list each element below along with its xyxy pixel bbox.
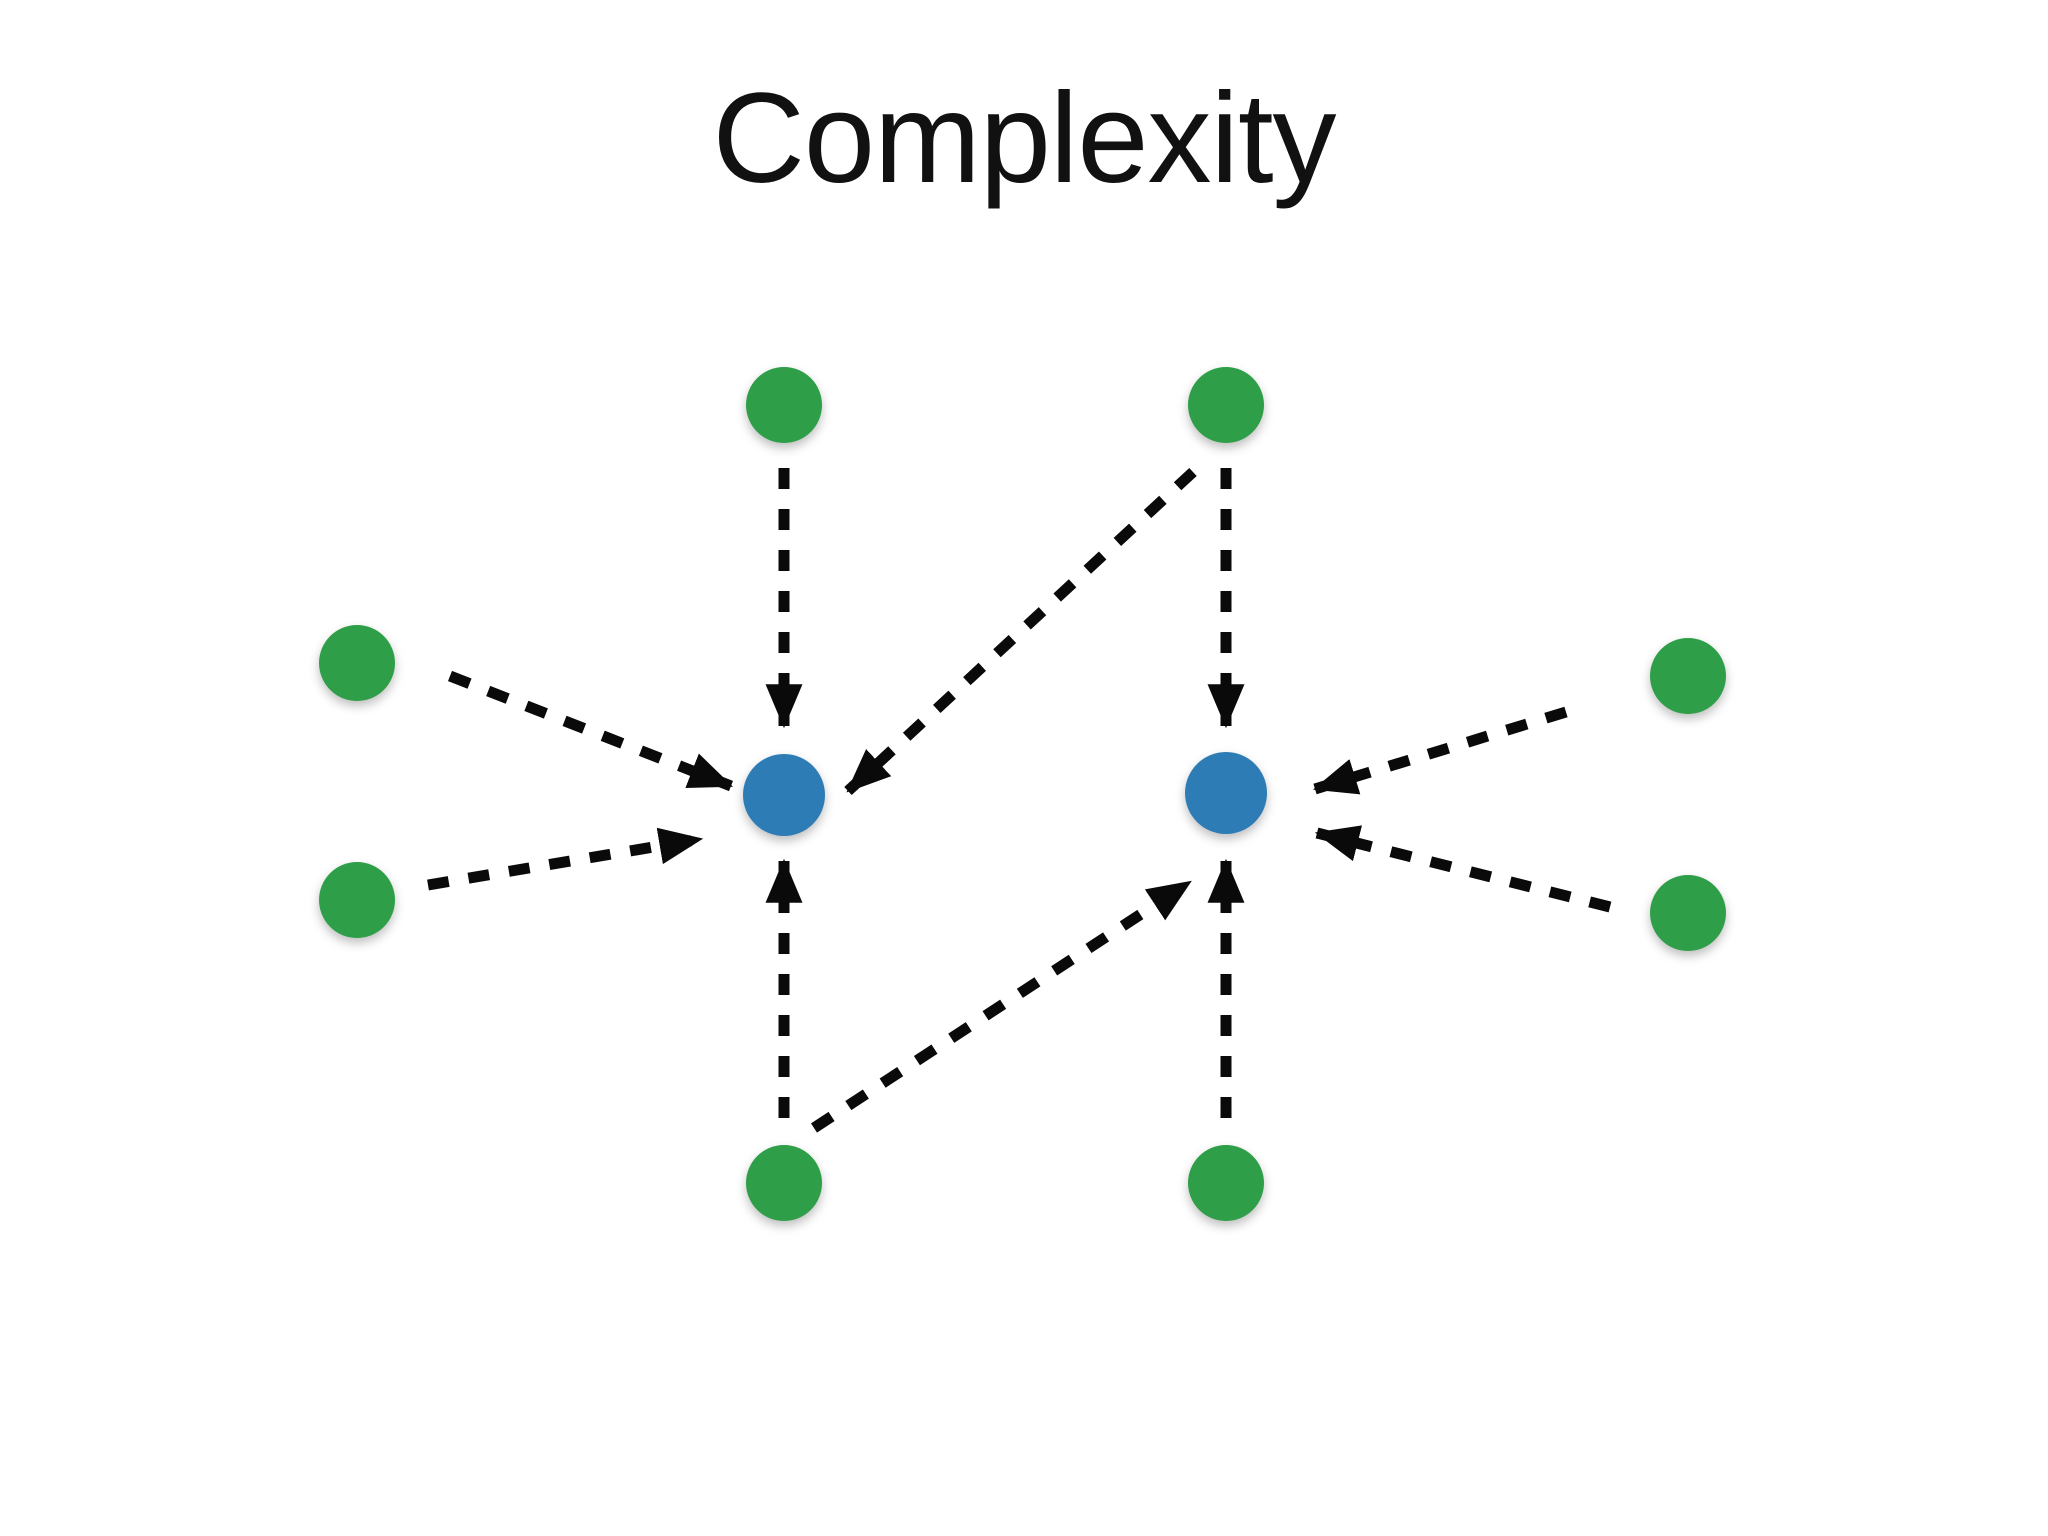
node-green-bottom-right: [1188, 1145, 1264, 1221]
node-green-right-upper: [1650, 638, 1726, 714]
slide-title: Complexity: [712, 67, 1336, 210]
edge-green-left-upper-to-blue-hub-left: [447, 670, 734, 792]
edge-green-right-upper-to-blue-hub-right: [1312, 706, 1568, 795]
edge-green-left-lower-to-blue-hub-left: [427, 827, 704, 891]
node-blue-hub-left: [743, 754, 825, 836]
node-green-left-lower: [319, 862, 395, 938]
edges-layer: [427, 467, 1612, 1133]
node-green-left-upper: [319, 625, 395, 701]
node-green-bottom-left: [746, 1145, 822, 1221]
edge-green-right-lower-to-blue-hub-right: [1314, 825, 1612, 913]
node-blue-hub-right: [1185, 752, 1267, 834]
edge-green-top-right-to-blue-hub-left: [844, 467, 1197, 796]
node-green-top-left: [746, 367, 822, 443]
node-green-top-right: [1188, 367, 1264, 443]
nodes-layer: [319, 367, 1726, 1221]
edge-green-bottom-left-to-blue-hub-right: [810, 877, 1194, 1133]
node-green-right-lower: [1650, 875, 1726, 951]
